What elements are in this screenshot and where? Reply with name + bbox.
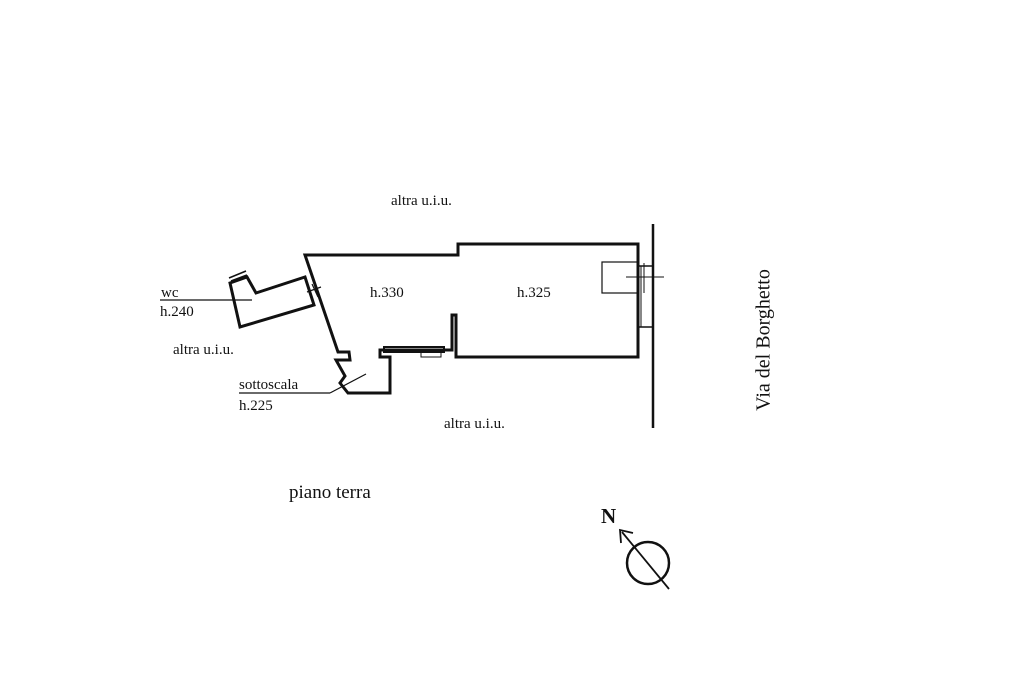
bottom-unit-label: altra u.i.u. xyxy=(444,416,505,432)
wc-label: wc xyxy=(161,285,179,301)
wc-annex-outline xyxy=(228,275,316,329)
street-name-label: Via del Borghetto xyxy=(752,269,775,411)
wc-window-mark-2 xyxy=(230,274,248,282)
understair-height-label: h.225 xyxy=(239,398,273,414)
north-arrow-icon xyxy=(619,528,671,590)
wc-window-mark xyxy=(228,270,247,279)
understair-leader-diagonal xyxy=(329,373,367,394)
building-outline xyxy=(302,242,640,395)
wc-door-tick-2 xyxy=(306,286,322,293)
floor-label: piano terra xyxy=(289,482,371,503)
understair-label: sottoscala xyxy=(239,377,299,393)
left-unit-label: altra u.i.u. xyxy=(173,342,234,358)
room-2-height-label: h.325 xyxy=(517,285,551,301)
wc-door-tick xyxy=(311,283,319,298)
stair-step xyxy=(420,351,442,358)
top-unit-label: altra u.i.u. xyxy=(391,193,452,209)
room-1-height-label: h.330 xyxy=(370,285,404,301)
north-label: N xyxy=(601,504,617,528)
wc-height-label: h.240 xyxy=(160,304,194,320)
